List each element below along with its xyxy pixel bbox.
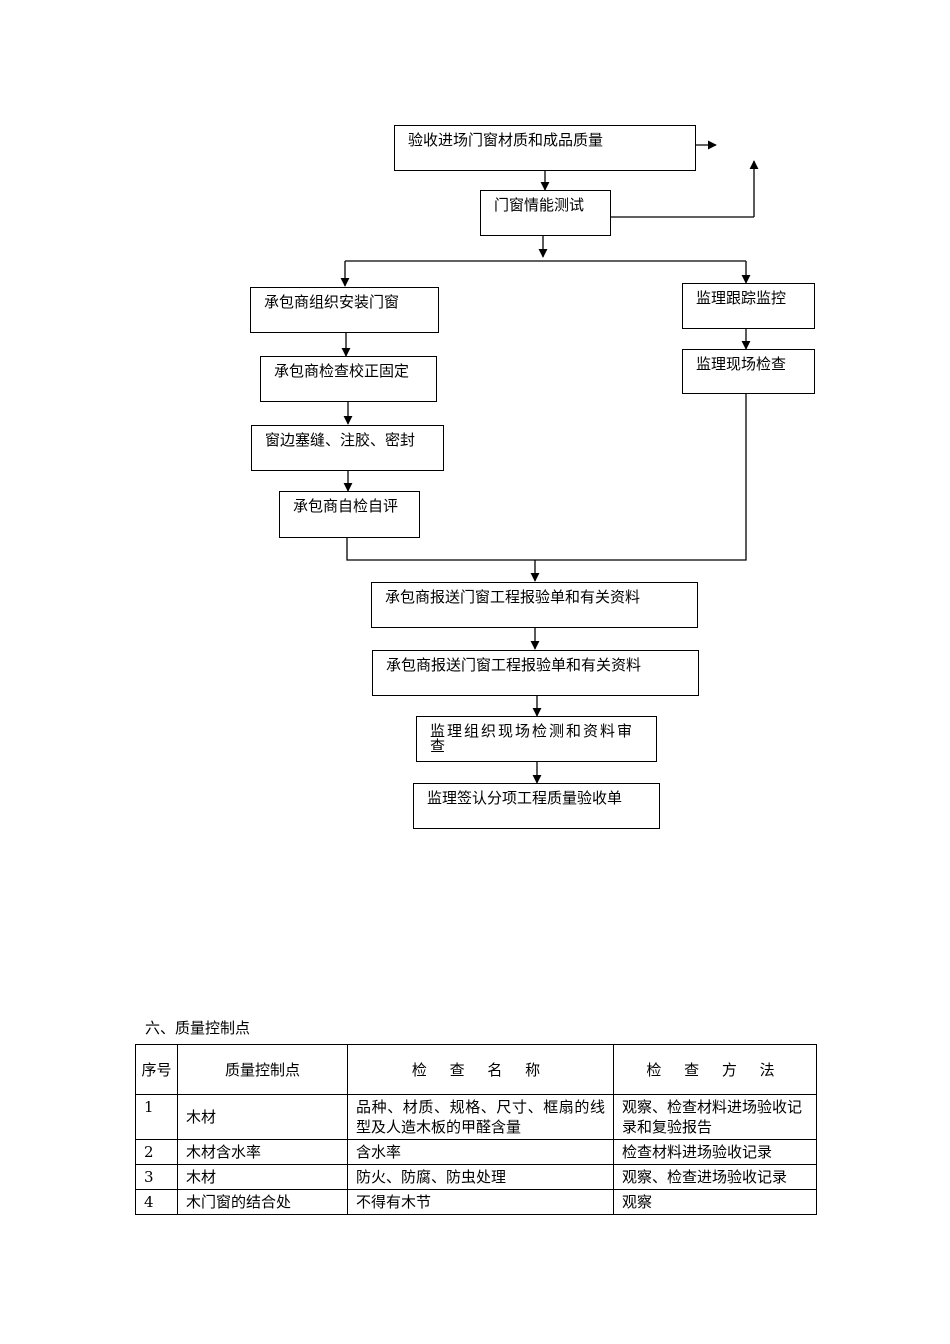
section-title: 六、质量控制点 <box>145 1019 251 1037</box>
cell-no: 2 <box>135 1139 178 1165</box>
cell-no: 4 <box>135 1189 178 1215</box>
cell-method: 观察、检查材料进场验收记录和复验报告 <box>613 1094 817 1140</box>
step-supervisor-sign: 监理签认分项工程质量验收单 <box>413 783 660 829</box>
header-method: 检 查 方 法 <box>613 1044 817 1095</box>
cell-no: 3 <box>135 1164 178 1190</box>
step-self-check: 承包商自检自评 <box>279 491 420 538</box>
cell-point: 木材 <box>177 1164 348 1190</box>
header-no: 序号 <box>135 1044 178 1095</box>
step-contractor-install: 承包商组织安装门窗 <box>250 287 439 333</box>
table-row: 2 木材含水率 含水率 检查材料进场验收记录 <box>135 1139 817 1165</box>
cell-item: 品种、材质、规格、尺寸、框扇的线型及人造木板的甲醛含量 <box>347 1094 614 1140</box>
quality-control-table: 序号 质量控制点 检 查 名 称 检 查 方 法 1 木材 品种、材质、规格、尺… <box>135 1044 817 1215</box>
header-item: 检 查 名 称 <box>347 1044 614 1095</box>
step-supervisor-site-check: 监理现场检查 <box>682 349 815 394</box>
cell-item: 不得有木节 <box>347 1189 614 1215</box>
cell-point: 木门窗的结合处 <box>177 1189 348 1215</box>
cell-no: 1 <box>135 1094 178 1140</box>
cell-item: 防火、防腐、防虫处理 <box>347 1164 614 1190</box>
cell-method: 观察、检查进场验收记录 <box>613 1164 817 1190</box>
step-submit-report-2: 承包商报送门窗工程报验单和有关资料 <box>372 650 699 696</box>
table-header-row: 序号 质量控制点 检 查 名 称 检 查 方 法 <box>135 1044 817 1095</box>
step-incoming-inspection: 验收进场门窗材质和成品质量 <box>394 125 696 171</box>
cell-method: 检查材料进场验收记录 <box>613 1139 817 1165</box>
step-contractor-check-fix: 承包商检查校正固定 <box>260 356 437 402</box>
step-supervisor-tracking: 监理跟踪监控 <box>682 283 815 329</box>
table-row: 1 木材 品种、材质、规格、尺寸、框扇的线型及人造木板的甲醛含量 观察、检查材料… <box>135 1094 817 1140</box>
cell-item: 含水率 <box>347 1139 614 1165</box>
merge-left <box>346 394 747 561</box>
header-point: 质量控制点 <box>177 1044 348 1095</box>
step-sealing: 窗边塞缝、注胶、密封 <box>251 425 444 471</box>
step-supervisor-inspect: 监理组织现场检测和资料审查 <box>416 716 657 762</box>
table-row: 4 木门窗的结合处 不得有木节 观察 <box>135 1189 817 1215</box>
step-performance-test: 门窗情能测试 <box>480 190 611 236</box>
step-submit-report-1: 承包商报送门窗工程报验单和有关资料 <box>371 582 698 628</box>
cell-point: 木材 <box>177 1094 348 1140</box>
cell-method: 观察 <box>613 1189 817 1215</box>
table-row: 3 木材 防火、防腐、防虫处理 观察、检查进场验收记录 <box>135 1164 817 1190</box>
cell-point: 木材含水率 <box>177 1139 348 1165</box>
